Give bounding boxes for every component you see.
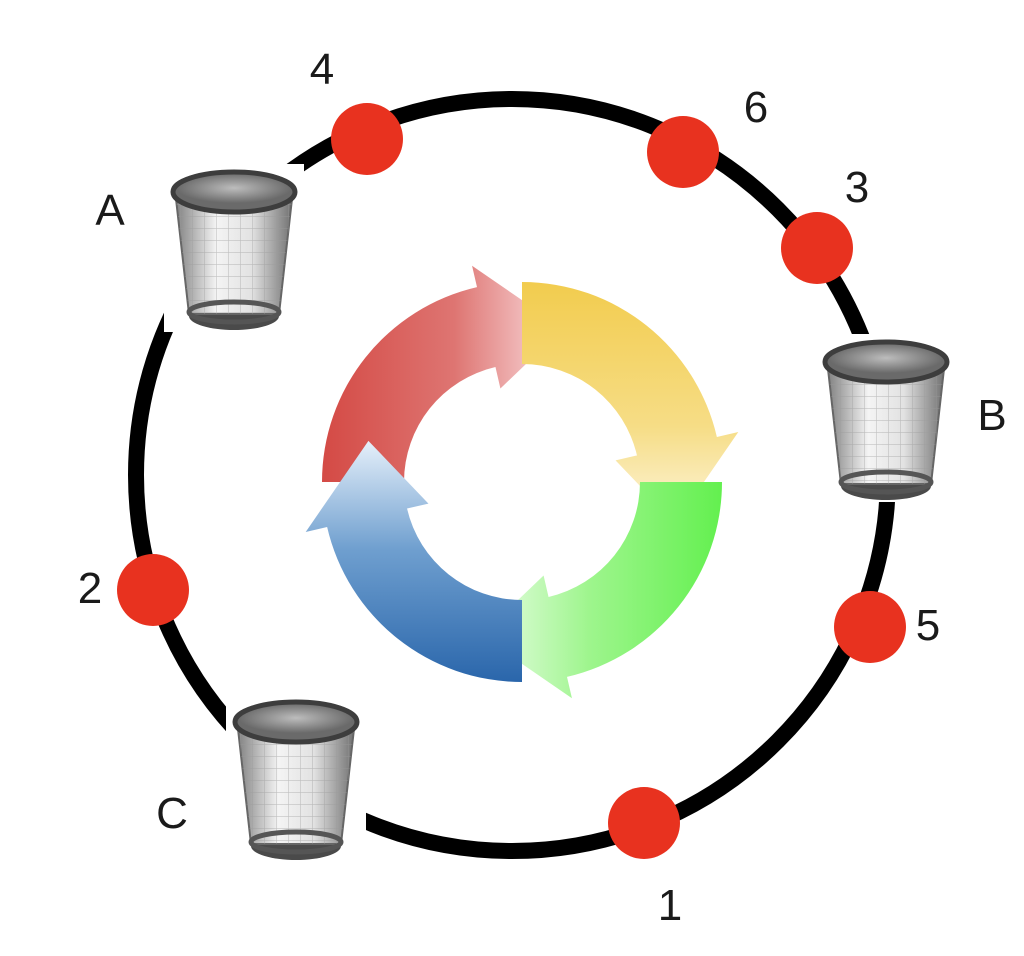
dot-node-4: 4	[310, 45, 403, 175]
dot-node-5: 5	[834, 591, 940, 663]
dot-node-6: 6	[647, 83, 768, 188]
node-label: B	[977, 391, 1006, 440]
cycle-arrow-blue	[305, 440, 522, 682]
cycle-arrows-icon	[305, 265, 739, 699]
node-label: 5	[916, 601, 940, 650]
dot-node-2: 2	[78, 554, 189, 626]
node-label: A	[95, 186, 125, 235]
ring-nodes: A B C 4 6 3 5 1 2	[78, 45, 1007, 930]
trash-can-icon	[822, 339, 950, 500]
trash-can-icon	[170, 169, 298, 330]
dot-node-3: 3	[781, 163, 869, 284]
node-label: 3	[845, 163, 869, 212]
node-label: 4	[310, 45, 334, 94]
red-dot	[117, 554, 189, 626]
cycle-arrow-green	[480, 482, 722, 699]
node-label: 1	[658, 881, 682, 930]
bin-node-C: C	[156, 694, 366, 862]
cycle-arrow-red	[322, 265, 564, 482]
bin-node-B: B	[816, 334, 1007, 502]
node-label: 6	[744, 83, 768, 132]
red-dot	[608, 787, 680, 859]
trash-can-icon	[232, 699, 360, 860]
red-dot	[834, 591, 906, 663]
red-dot	[331, 103, 403, 175]
red-dot	[781, 212, 853, 284]
node-label: C	[156, 789, 188, 838]
cycle-arrow-yellow	[522, 282, 739, 524]
bin-node-A: A	[95, 164, 304, 332]
red-dot	[647, 116, 719, 188]
node-label: 2	[78, 564, 102, 613]
dot-node-1: 1	[608, 787, 682, 930]
